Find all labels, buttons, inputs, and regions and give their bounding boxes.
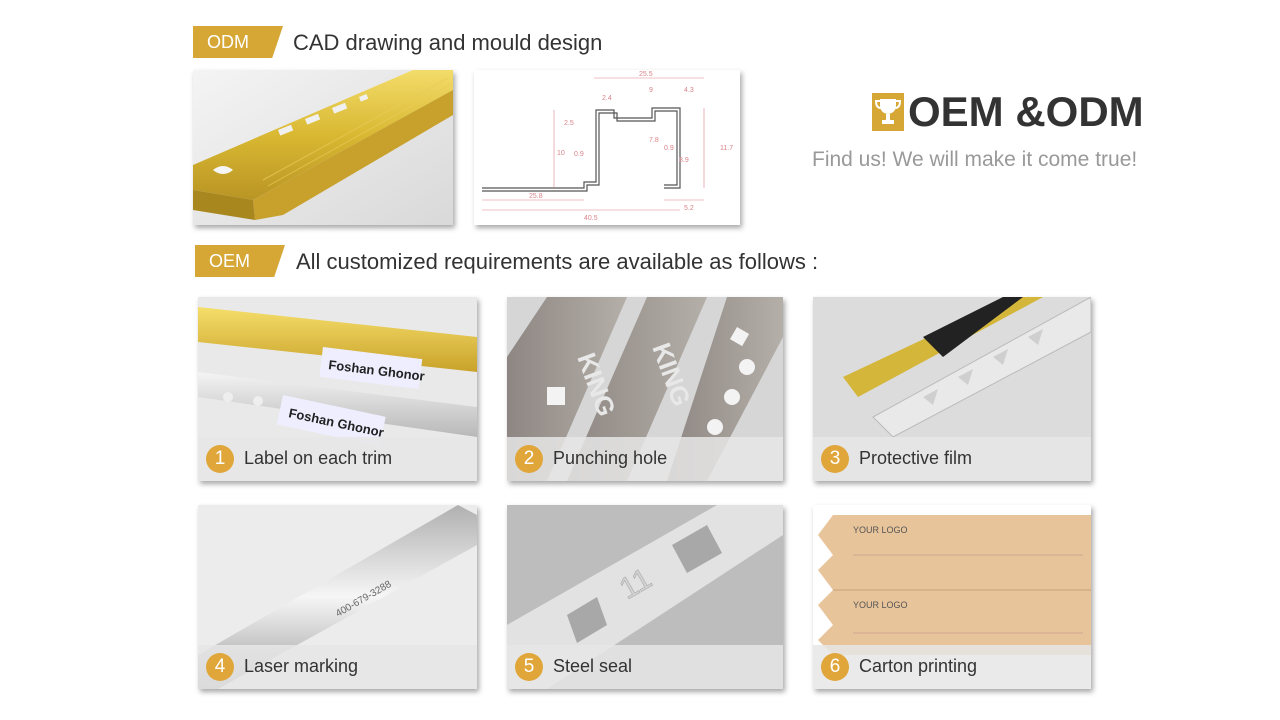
card-protective-film: 3 Protective film (813, 297, 1091, 481)
oem-tag-label: OEM (209, 251, 251, 271)
odm-heading: CAD drawing and mould design (293, 30, 603, 55)
odm-tag-label: ODM (207, 32, 249, 52)
card-number: 2 (515, 445, 543, 473)
card-caption: 2 Punching hole (507, 437, 783, 481)
oem-tag: OEM (195, 245, 285, 277)
carton-logo-1: YOUR LOGO (853, 525, 908, 535)
card-number: 1 (206, 445, 234, 473)
card-number: 4 (206, 653, 234, 681)
cad-dim-3: 4.3 (684, 87, 694, 94)
odm-tag: ODM (193, 26, 283, 58)
brand-subtitle: Find us! We will make it come true! (812, 148, 1138, 171)
card-punching-hole: KING KING 2 Punching hole (507, 297, 783, 481)
card-label: Punching hole (553, 448, 668, 468)
cad-dim-7: 0.9 (574, 151, 584, 158)
card-laser-marking: 400-679-3288 4 Laser marking (198, 505, 477, 689)
card-label: Laser marking (244, 656, 359, 676)
brand-title: OEM &ODM (908, 88, 1144, 135)
card-number: 5 (515, 653, 543, 681)
card-steel-seal: 11 5 Steel seal (507, 505, 783, 689)
cad-drawing: 25.5 9 4.3 2.4 2.5 10 0.9 0.9 7.8 8.9 11… (474, 70, 740, 225)
trophy-icon (872, 93, 904, 131)
cad-dim-13: 40.5 (584, 215, 598, 222)
carton-logo-2: YOUR LOGO (853, 600, 908, 610)
card-label: Protective film (859, 448, 973, 468)
card-caption: 6 Carton printing (813, 645, 1091, 689)
card-number: 6 (821, 653, 849, 681)
card-caption: 4 Laser marking (198, 645, 477, 689)
card-label: Carton printing (859, 656, 978, 676)
oem-heading: All customized requirements are availabl… (296, 249, 819, 274)
cad-dim-6: 10 (557, 150, 565, 157)
card-label: Steel seal (553, 656, 633, 676)
cad-dim-2: 9 (649, 87, 653, 94)
card-caption: 3 Protective film (813, 437, 1091, 481)
cad-dim-14: 5.2 (684, 205, 694, 212)
cad-dim-1: 25.5 (639, 71, 653, 78)
cad-dim-5: 2.5 (564, 120, 574, 127)
gold-trim-photo (193, 70, 453, 225)
cad-dim-10: 8.9 (679, 157, 689, 164)
card-label: Label on each trim (244, 448, 393, 468)
card-carton-printing: YOUR LOGO YOUR LOGO 6 Carton printing (813, 505, 1091, 689)
cad-dim-4: 2.4 (602, 95, 612, 102)
cad-dim-9: 7.8 (649, 137, 659, 144)
cad-dim-11: 11.7 (720, 145, 733, 152)
cad-dim-8: 0.9 (664, 145, 674, 152)
card-label-on-trim: Foshan Ghonor Foshan Ghonor 1 Label on e… (198, 297, 477, 481)
card-caption: 5 Steel seal (507, 645, 783, 689)
card-caption: 1 Label on each trim (198, 437, 477, 481)
cad-dim-12: 25.8 (529, 193, 543, 200)
card-number: 3 (821, 445, 849, 473)
